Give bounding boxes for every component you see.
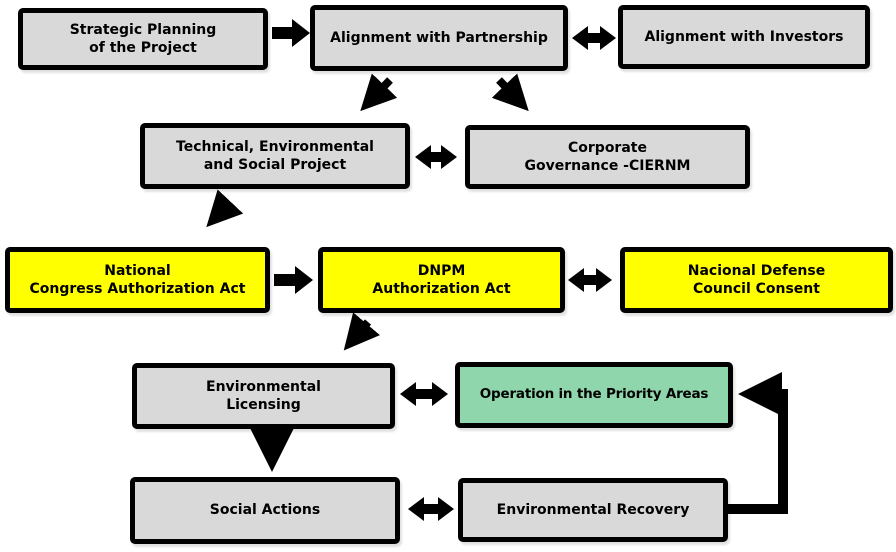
arrow-diagonal-icon — [360, 73, 398, 112]
node-national-congress: National Congress Authorization Act — [5, 247, 270, 313]
arrow-diagonal-icon — [491, 73, 529, 112]
double-arrow-icon — [415, 145, 457, 169]
node-environmental-recovery: Environmental Recovery — [458, 478, 728, 542]
arrow-diagonal-icon — [343, 312, 380, 351]
node-social-actions: Social Actions — [130, 477, 400, 544]
node-technical-project: Technical, Environmental and Social Proj… — [140, 123, 410, 189]
arrow-diagonal-icon — [206, 189, 244, 228]
node-alignment-partnership: Alignment with Partnership — [310, 5, 568, 71]
double-arrow-icon — [568, 268, 612, 292]
node-strategic-planning: Strategic Planning of the Project — [18, 8, 268, 70]
node-corporate-governance: Corporate Governance -CIERNM — [465, 125, 750, 189]
double-arrow-icon — [408, 497, 454, 521]
arrow-right-icon — [274, 266, 313, 294]
node-operation-priority-areas: Operation in the Priority Areas — [455, 362, 733, 428]
arrow-right-icon — [272, 19, 310, 47]
node-dnpm: DNPM Authorization Act — [318, 247, 565, 313]
double-arrow-icon — [400, 382, 448, 406]
elbow-arrow-icon — [728, 372, 788, 514]
node-environmental-licensing: Environmental Licensing — [132, 363, 395, 429]
node-nacional-defense: Nacional Defense Council Consent — [620, 247, 893, 313]
node-alignment-investors: Alignment with Investors — [618, 5, 870, 69]
double-arrow-icon — [572, 26, 616, 50]
